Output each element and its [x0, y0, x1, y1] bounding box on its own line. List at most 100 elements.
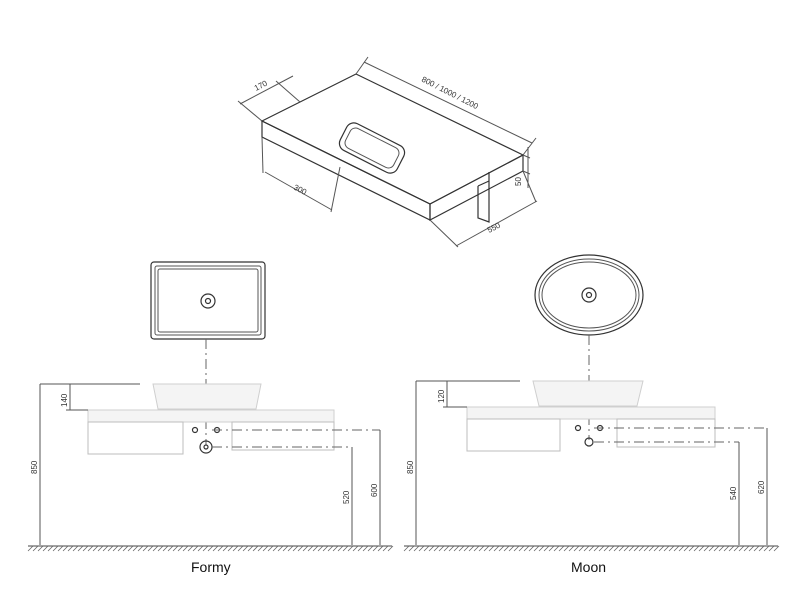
ground-hatch-line: [357, 545, 364, 552]
ground-hatch-line: [753, 545, 760, 552]
ground-hatch-line: [758, 545, 765, 552]
ground-hatch-line: [433, 545, 440, 552]
ground-hatch-line: [302, 545, 309, 552]
ground-hatch-line: [663, 545, 670, 552]
ground-hatch-line: [232, 545, 239, 552]
ground-hatch-line: [488, 545, 495, 552]
ground-hatch-line: [588, 545, 595, 552]
ground-hatch-line: [307, 545, 314, 552]
ground-hatch-line: [438, 545, 445, 552]
ground-hatch-line: [548, 545, 555, 552]
ground-hatch-line: [92, 545, 99, 552]
ground-hatch-line: [643, 545, 650, 552]
ground-hatch-line: [97, 545, 104, 552]
ground-hatch-line: [167, 545, 174, 552]
moon-dim-620-label: 620: [757, 480, 766, 494]
ground-hatch-line: [67, 545, 74, 552]
ground-hatch-line: [42, 545, 49, 552]
ground-hatch-line: [598, 545, 605, 552]
ground-hatch-line: [513, 545, 520, 552]
ground-hatch-line: [423, 545, 430, 552]
ground-hatch-line: [478, 545, 485, 552]
ground-hatch-line: [122, 545, 129, 552]
ground-hatch-line: [132, 545, 139, 552]
ground-hatch-line: [708, 545, 715, 552]
ground-hatch-line: [413, 545, 420, 552]
ground-hatch-line: [538, 545, 545, 552]
ground-hatch-line: [282, 545, 289, 552]
ground-hatch-line: [543, 545, 550, 552]
ground-hatch-line: [613, 545, 620, 552]
ground-hatch-line: [698, 545, 705, 552]
ground-hatch-line: [387, 545, 394, 552]
dim-550-label: 550: [486, 220, 502, 234]
ground-hatch-line: [272, 545, 279, 552]
formy-dim-600-label: 600: [370, 483, 379, 497]
ground-hatch-line: [322, 545, 329, 552]
ground-hatch-line: [683, 545, 690, 552]
ground-hatch-line: [327, 545, 334, 552]
ground-hatch-line: [382, 545, 389, 552]
ground-hatch-line: [57, 545, 64, 552]
ground-hatch-line: [533, 545, 540, 552]
ground-hatch-line: [347, 545, 354, 552]
ground-hatch-line: [743, 545, 750, 552]
ground-hatch-line: [458, 545, 465, 552]
ground-hatch-line: [162, 545, 169, 552]
ground-hatch-line: [152, 545, 159, 552]
ground-hatch-line: [493, 545, 500, 552]
ground-hatch-line: [82, 545, 89, 552]
ground-hatch-line: [573, 545, 580, 552]
ground-hatch-line: [608, 545, 615, 552]
formy-caption: Formy: [191, 559, 231, 575]
ground-hatch-line: [32, 545, 39, 552]
ground-hatch-line: [633, 545, 640, 552]
ground-hatch-line: [443, 545, 450, 552]
ground-hatch-line: [668, 545, 675, 552]
ground-hatch-line: [257, 545, 264, 552]
ground-hatch-line: [62, 545, 69, 552]
ground-hatch-line: [498, 545, 505, 552]
ground-hatch-line: [207, 545, 214, 552]
ground-hatch-line: [342, 545, 349, 552]
ground-hatch-line: [583, 545, 590, 552]
ground-hatch-line: [468, 545, 475, 552]
ground-hatch-line: [628, 545, 635, 552]
ground-hatch-line: [623, 545, 630, 552]
ground-hatch-line: [728, 545, 735, 552]
formy-dim-140-label: 140: [60, 393, 69, 407]
ground-hatch-line: [352, 545, 359, 552]
ground-hatch-line: [337, 545, 344, 552]
ground-hatch-line: [332, 545, 339, 552]
ground-hatch-line: [503, 545, 510, 552]
ground-hatch-line: [367, 545, 374, 552]
moon-caption: Moon: [571, 559, 606, 575]
ground-hatch-line: [528, 545, 535, 552]
ground-hatch-line: [47, 545, 54, 552]
moon-dim-850-label: 850: [406, 460, 415, 474]
ground-hatch-line: [192, 545, 199, 552]
ground-hatch-line: [568, 545, 575, 552]
ground-hatch-line: [102, 545, 109, 552]
ground-hatch-line: [267, 545, 274, 552]
ground-hatch-line: [703, 545, 710, 552]
ground-hatch-line: [312, 545, 319, 552]
ground-hatch-line: [297, 545, 304, 552]
ground-hatch-line: [593, 545, 600, 552]
ground-hatch-line: [147, 545, 154, 552]
formy-basin-top-view: [150, 261, 266, 340]
ground-hatch-line: [222, 545, 229, 552]
ground-hatch-line: [187, 545, 194, 552]
dim-50-label: 50: [514, 177, 523, 186]
ground-hatch-line: [87, 545, 94, 552]
ground-hatch-line: [408, 545, 415, 552]
ground-hatch-line: [362, 545, 369, 552]
ground-hatch-line: [127, 545, 134, 552]
ground-hatch-line: [713, 545, 720, 552]
ground-hatch-line: [733, 545, 740, 552]
moon-ground-hatch: [403, 545, 780, 552]
ground-hatch-line: [182, 545, 189, 552]
moon-basin-top-view: [534, 254, 644, 336]
ground-hatch-line: [618, 545, 625, 552]
